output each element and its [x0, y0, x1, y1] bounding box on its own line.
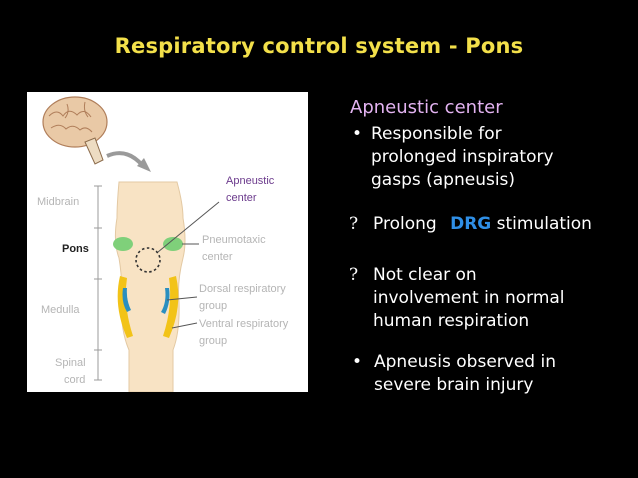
bullet-1-line-2: prolonged inspiratory: [371, 147, 554, 167]
label-pneumotaxic-center: center: [202, 251, 233, 263]
bullet-1: • Responsible for prolonged inspiratory …: [352, 123, 622, 192]
dorsal-left: [122, 288, 131, 312]
leader-lines: [157, 201, 220, 329]
bullet-2-prefix: Prolong: [373, 214, 437, 234]
drg-highlight: DRG: [450, 214, 492, 234]
bullet-symbol-icon: ?: [349, 214, 359, 234]
bullet-4-line-1: Apneusis observed in: [374, 352, 556, 372]
bullet-symbol-icon: ?: [349, 265, 359, 285]
label-apneustic: Apneustic: [226, 175, 275, 187]
bullet-1-line-3: gasps (apneusis): [371, 170, 516, 190]
label-dorsal: Dorsal respiratory: [199, 283, 286, 295]
region-midbrain: Midbrain: [37, 196, 80, 208]
pneumotaxic-left: [113, 237, 133, 251]
bullet-dot-icon: •: [352, 124, 363, 144]
bullet-3-line-2: involvement in normal: [373, 288, 565, 308]
arrowhead-icon: [137, 158, 151, 172]
brainstem-shape: [114, 181, 186, 392]
dorsal-right: [161, 288, 170, 314]
pneumotaxic-right: [163, 237, 183, 251]
bullet-dot-icon: •: [352, 352, 363, 372]
region-brackets: [94, 185, 102, 381]
slide-title: Respiratory control system - Pons: [114, 34, 524, 58]
bullet-3: ? Not clear on involvement in normal hum…: [349, 264, 629, 333]
label-pneumotaxic: Pneumotaxic: [202, 234, 266, 246]
arrow-curve: [106, 151, 145, 168]
apneustic-marker: [135, 247, 161, 273]
bullet-3-line-1: Not clear on: [373, 265, 477, 285]
bullet-2-suffix: stimulation: [496, 214, 592, 234]
region-spinal: Spinal: [55, 357, 86, 369]
section-heading: Apneustic center: [350, 97, 503, 118]
ventral-right: [163, 276, 179, 338]
bullet-1-line-1: Responsible for: [371, 124, 502, 144]
bullet-2: ? Prolong DRG stimulation: [349, 213, 629, 236]
brainstem-figure: Midbrain Pons Medulla Spinal cord Apneus…: [27, 92, 308, 392]
region-cord: cord: [64, 374, 86, 386]
bullet-4: • Apneusis observed in severe brain inju…: [352, 351, 632, 397]
region-medulla: Medulla: [41, 304, 80, 316]
label-dorsal-group: group: [199, 300, 228, 312]
bullet-3-line-3: human respiration: [373, 311, 530, 331]
label-ventral: Ventral respiratory: [199, 318, 289, 330]
region-pons: Pons: [62, 243, 89, 255]
bullet-4-line-2: severe brain injury: [374, 375, 534, 395]
brainstem-diagram: [42, 96, 220, 392]
brain-icon: [42, 96, 108, 165]
label-apneustic-center: center: [226, 192, 257, 204]
label-ventral-group: group: [199, 335, 228, 347]
